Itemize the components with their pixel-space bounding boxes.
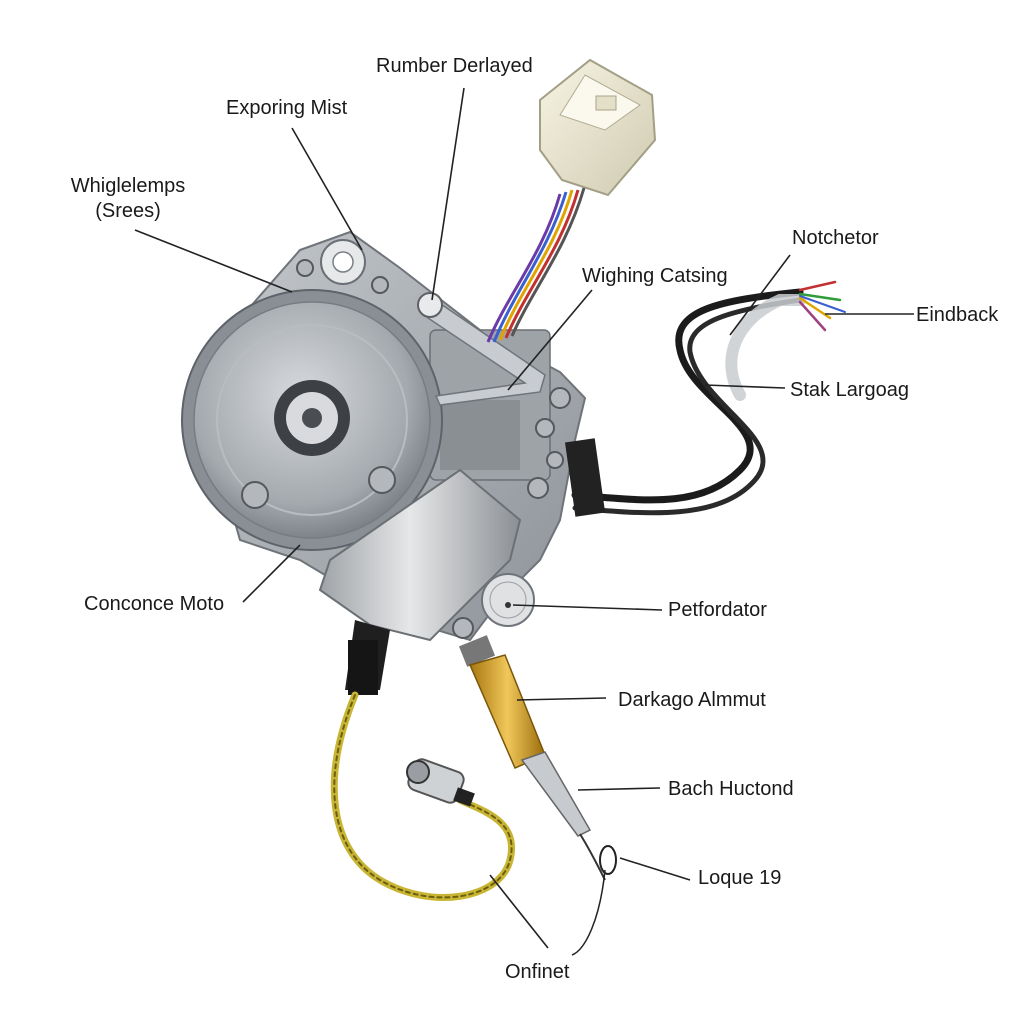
label-onfinet: Onfinet [505, 961, 570, 983]
label-bach-huctond: Bach Huctond [668, 778, 794, 800]
right-cable [564, 280, 846, 517]
leader-lines [134, 87, 914, 949]
label-conconce-moto: Conconce Moto [84, 593, 225, 615]
label-eindback: Eindback [916, 304, 999, 326]
mounting-post [320, 239, 366, 285]
label-exporing-mist: Exporing Mist [226, 97, 348, 119]
thin-wire [571, 869, 606, 956]
label-srees: (Srees) [95, 200, 161, 222]
label-rumber-derlayed: Rumber Derlayed [376, 55, 533, 77]
housing-screws [241, 259, 571, 639]
dial-gauge [481, 573, 535, 627]
brass-fitting [458, 635, 617, 881]
lever-arm [417, 292, 546, 406]
yellow-cable [330, 691, 516, 901]
label-wighing-catsing: Wighing Catsing [582, 265, 728, 287]
black-plug [345, 620, 390, 695]
label-whiglelemps: Whiglelemps [70, 175, 186, 197]
label-petfordator: Petfordator [668, 599, 767, 621]
label-darkago-almmut: Darkago Almmut [618, 689, 766, 711]
white-connector [539, 58, 657, 197]
label-loque-19: Loque 19 [698, 867, 782, 889]
motor-can [318, 468, 522, 642]
wire-bundle-top [486, 187, 586, 343]
small-sensor [406, 758, 475, 807]
label-notchetor: Notchetor [792, 227, 879, 249]
label-stak-largoag: Stak Largoag [790, 379, 909, 401]
